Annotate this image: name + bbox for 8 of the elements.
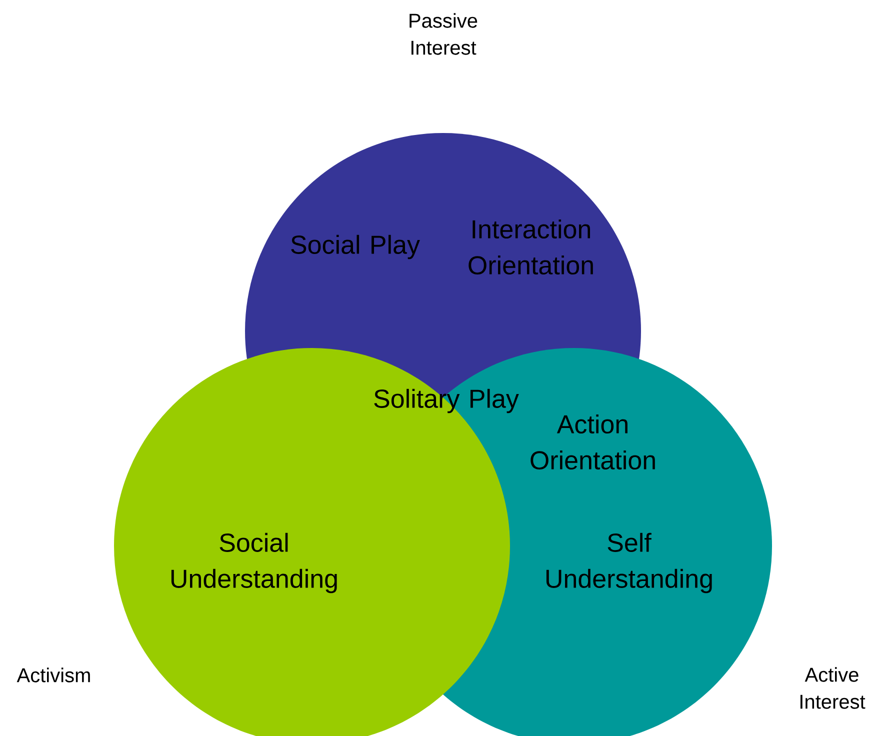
axis-label: Passive Interest [410, 13, 478, 55]
axis-label: Active Interest [800, 667, 866, 709]
circle-label: Action Orientation [530, 414, 655, 470]
axis-label: Activism [16, 668, 90, 682]
circle-label: Self Understanding [546, 532, 712, 594]
circle-label: Social Play [291, 234, 420, 260]
circle-label: Social Understanding [171, 532, 337, 594]
circle-label: Interaction Orientation [468, 219, 593, 275]
